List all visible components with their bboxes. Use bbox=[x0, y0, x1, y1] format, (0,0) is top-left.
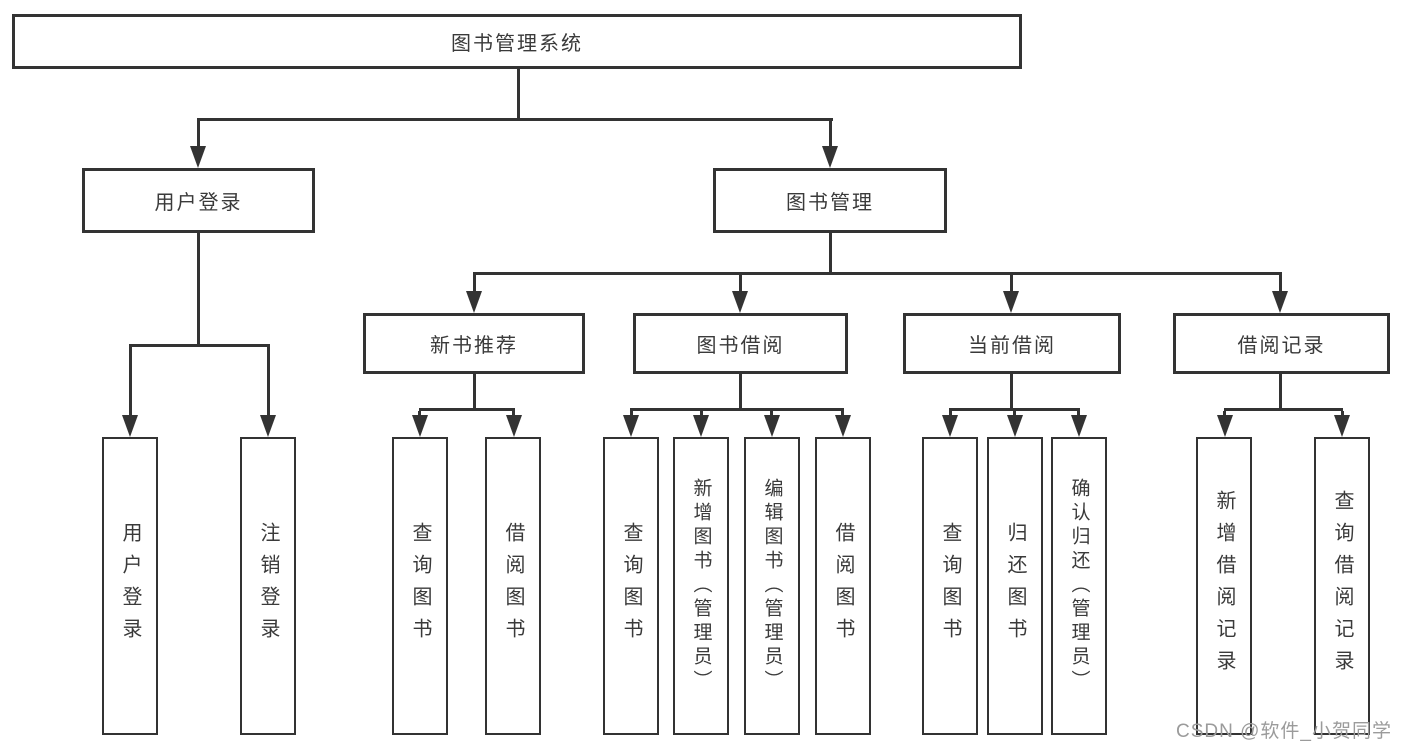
node-book-management: 图书管理 bbox=[713, 168, 947, 233]
node-new-book-recommend: 新书推荐 bbox=[363, 313, 585, 374]
connector-bookborrow-drop bbox=[739, 374, 742, 408]
arrow-down-icon bbox=[412, 415, 428, 437]
connector-l3-stem bbox=[739, 275, 742, 292]
leaf-add-book-admin: 新增图书（管理员） bbox=[673, 437, 729, 735]
node-borrow-records: 借阅记录 bbox=[1173, 313, 1390, 374]
arrow-down-icon bbox=[835, 415, 851, 437]
arrow-down-icon bbox=[1334, 415, 1350, 437]
node-current-borrow: 当前借阅 bbox=[903, 313, 1121, 374]
connector-book-mgmt-drop bbox=[829, 233, 832, 274]
connector-level2-bus bbox=[197, 118, 833, 121]
connector-leaf-stem bbox=[418, 411, 421, 417]
arrow-down-icon bbox=[1007, 415, 1023, 437]
connector-user-login-drop bbox=[197, 233, 200, 344]
connector-l3-stem bbox=[1279, 275, 1282, 292]
connector-leaf-stem bbox=[630, 411, 633, 417]
arrow-down-icon bbox=[1217, 415, 1233, 437]
connector-l3-stem bbox=[473, 275, 476, 292]
leaf-add-borrow-record: 新增借阅记录 bbox=[1196, 437, 1252, 735]
connector-leaf-stem bbox=[841, 411, 844, 417]
arrow-down-icon bbox=[732, 291, 748, 313]
connector-leaf-stem bbox=[1077, 411, 1080, 417]
connector-records-bus bbox=[1224, 408, 1343, 411]
leaf-query-borrow-record: 查询借阅记录 bbox=[1314, 437, 1370, 735]
connector-bookborrow-bus bbox=[630, 408, 844, 411]
connector-newbook-bus bbox=[419, 408, 515, 411]
leaf-edit-book-admin: 编辑图书（管理员） bbox=[744, 437, 800, 735]
connector-book-mgmt-stem bbox=[829, 121, 832, 148]
leaf-user-login: 用户登录 bbox=[102, 437, 158, 735]
leaf-borrow-books-1: 借阅图书 bbox=[485, 437, 541, 735]
connector-l3-stem bbox=[1010, 275, 1013, 292]
arrow-down-icon bbox=[506, 415, 522, 437]
arrow-down-icon bbox=[1272, 291, 1288, 313]
connector-currentborrow-bus bbox=[949, 408, 1080, 411]
connector-leaf-stem bbox=[1341, 411, 1344, 417]
connector-root-drop bbox=[517, 69, 520, 120]
arrow-down-icon bbox=[942, 415, 958, 437]
connector-leaf-stem bbox=[267, 347, 270, 416]
arrow-down-icon bbox=[693, 415, 709, 437]
arrow-down-icon bbox=[623, 415, 639, 437]
connector-login-group-bus bbox=[129, 344, 270, 347]
connector-level3-bus bbox=[473, 272, 1282, 275]
connector-leaf-stem bbox=[949, 411, 952, 417]
leaf-return-book: 归还图书 bbox=[987, 437, 1043, 735]
arrow-down-icon bbox=[822, 146, 838, 168]
connector-user-login-stem bbox=[197, 121, 200, 148]
connector-newbook-drop bbox=[473, 374, 476, 408]
leaf-query-books-2: 查询图书 bbox=[603, 437, 659, 735]
node-book-borrow: 图书借阅 bbox=[633, 313, 848, 374]
leaf-query-books-1: 查询图书 bbox=[392, 437, 448, 735]
connector-leaf-stem bbox=[1223, 411, 1226, 417]
connector-records-drop bbox=[1279, 374, 1282, 408]
connector-leaf-stem bbox=[129, 347, 132, 416]
connector-leaf-stem bbox=[1013, 411, 1016, 417]
arrow-down-icon bbox=[1071, 415, 1087, 437]
leaf-borrow-books-2: 借阅图书 bbox=[815, 437, 871, 735]
arrow-down-icon bbox=[122, 415, 138, 437]
node-root-system: 图书管理系统 bbox=[12, 14, 1022, 69]
csdn-watermark: CSDN @软件_小贺同学 bbox=[1176, 721, 1392, 742]
arrow-down-icon bbox=[260, 415, 276, 437]
arrow-down-icon bbox=[764, 415, 780, 437]
node-user-login: 用户登录 bbox=[82, 168, 315, 233]
leaf-logout: 注销登录 bbox=[240, 437, 296, 735]
connector-leaf-stem bbox=[512, 411, 515, 417]
connector-leaf-stem bbox=[770, 411, 773, 417]
connector-leaf-stem bbox=[700, 411, 703, 417]
leaf-query-books-3: 查询图书 bbox=[922, 437, 978, 735]
leaf-confirm-return-admin: 确认归还（管理员） bbox=[1051, 437, 1107, 735]
arrow-down-icon bbox=[1003, 291, 1019, 313]
arrow-down-icon bbox=[190, 146, 206, 168]
connector-currentborrow-drop bbox=[1010, 374, 1013, 408]
arrow-down-icon bbox=[466, 291, 482, 313]
